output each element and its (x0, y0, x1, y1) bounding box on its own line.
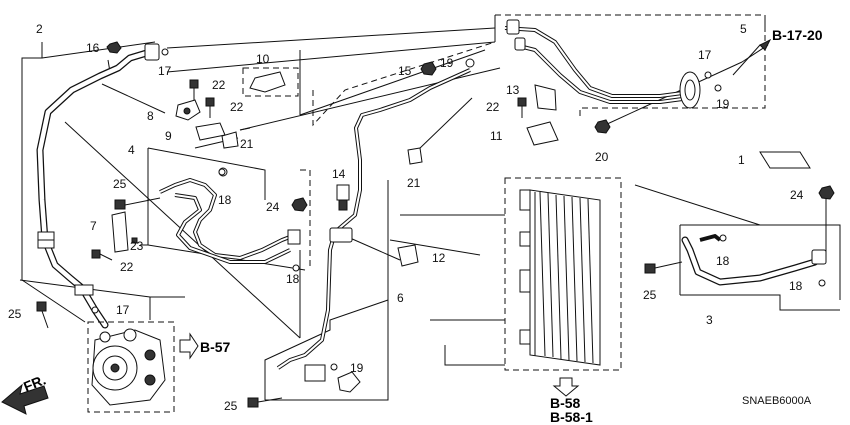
label-3: 3 (706, 313, 713, 327)
leader-lines (19, 14, 841, 401)
label-21-a: 21 (240, 137, 254, 151)
pipe-4 (159, 167, 301, 272)
label-17-b: 17 (698, 48, 712, 62)
ref-b57: B-57 (200, 339, 231, 355)
label-25-c: 25 (224, 399, 238, 413)
hardware (1, 38, 835, 415)
pipe-3 (681, 234, 827, 287)
label-24-a: 24 (266, 200, 280, 214)
label-10: 10 (256, 52, 270, 66)
label-8: 8 (147, 109, 154, 123)
label-7: 7 (90, 219, 97, 233)
label-16: 16 (86, 41, 100, 55)
label-25-b: 25 (8, 307, 22, 321)
label-2: 2 (36, 22, 43, 36)
label-22-a: 22 (212, 78, 226, 92)
label-19-a: 19 (440, 56, 454, 70)
label-25-d: 25 (643, 288, 657, 302)
label-17-a: 17 (158, 64, 172, 78)
label-4: 4 (128, 143, 135, 157)
part-labels: 1 2 3 4 5 6 7 8 9 10 11 12 13 14 15 16 1… (8, 22, 804, 413)
label-18-c: 18 (716, 254, 730, 268)
label-15: 15 (398, 64, 412, 78)
diagram-code: SNAEB6000A (742, 395, 812, 407)
label-13: 13 (506, 83, 520, 97)
label-22-c: 22 (486, 100, 500, 114)
label-14: 14 (332, 167, 346, 181)
condenser (504, 177, 622, 371)
label-22-b: 22 (230, 100, 244, 114)
label-23: 23 (130, 239, 144, 253)
label-21-b: 21 (407, 176, 421, 190)
label-9: 9 (165, 129, 172, 143)
front-direction-arrow (1, 383, 49, 415)
label-20: 20 (595, 150, 609, 164)
pipe-6 (276, 68, 471, 393)
front-direction-label: FR. (21, 371, 48, 394)
compressor (87, 321, 175, 413)
ref-b17-20: B-17-20 (772, 27, 823, 43)
label-12: 12 (432, 251, 446, 265)
label-18-d: 18 (789, 279, 803, 293)
label-5: 5 (740, 22, 747, 36)
label-18-a: 18 (218, 193, 232, 207)
label-19-b: 19 (716, 97, 730, 111)
ref-b58-1: B-58-1 (550, 409, 593, 425)
label-11: 11 (490, 129, 503, 143)
label-1: 1 (738, 153, 745, 167)
label-24-b: 24 (790, 188, 804, 202)
label-6: 6 (397, 291, 404, 305)
label-22-d: 22 (120, 260, 134, 274)
reference-labels: B-17-20 B-57 B-58 B-58-1 FR. SNAEB6000A (21, 27, 823, 425)
ref-b58: B-58 (550, 395, 581, 411)
pipe-5 (504, 19, 722, 109)
label-18-b: 18 (286, 272, 300, 286)
label-17-c: 17 (116, 303, 130, 317)
label-19-c: 19 (350, 361, 364, 375)
label-25-a: 25 (113, 177, 127, 191)
hose-2 (36, 43, 169, 329)
